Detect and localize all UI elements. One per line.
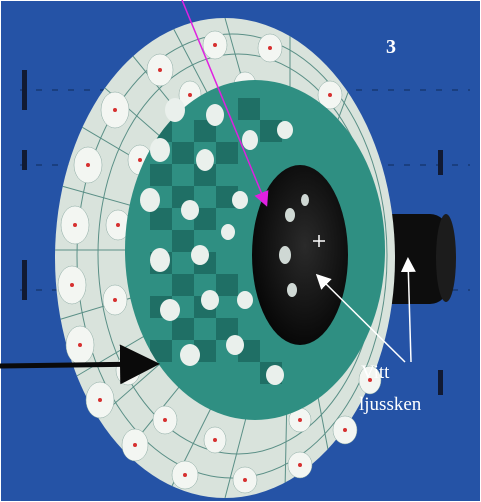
caption-line-1: Vitt	[361, 362, 389, 384]
caption-line-2: ljussken	[359, 394, 421, 416]
reflector-throat	[252, 165, 348, 345]
figure-number: 3	[386, 36, 396, 59]
black-arrow	[0, 364, 150, 366]
